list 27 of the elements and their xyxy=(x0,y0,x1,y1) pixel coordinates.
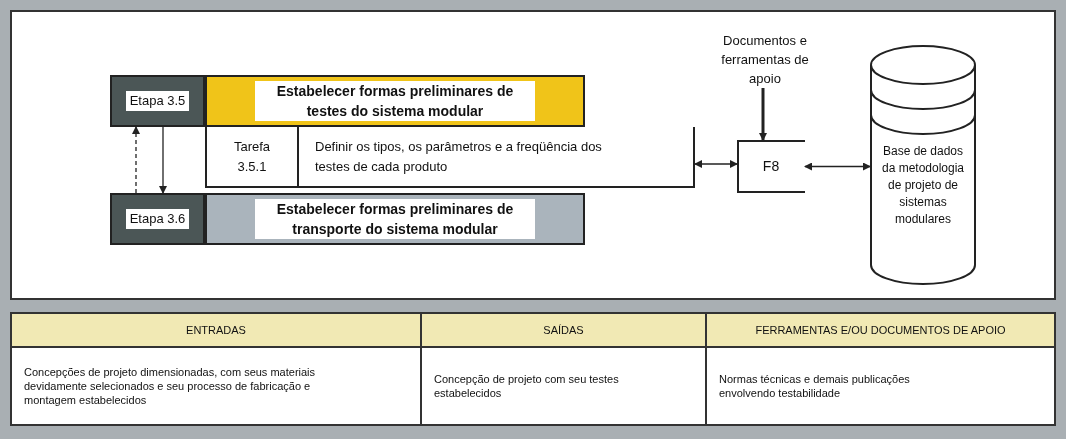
table-cell-text: Normas técnicas e demais publicações envolvendo testabilidade xyxy=(718,372,911,401)
database-label: Base de dados da metodologia de projeto de sistemas modulares xyxy=(880,142,966,228)
arrow xyxy=(694,160,738,168)
table-header-cell: SAÍDAS xyxy=(422,314,707,346)
table-cell: Concepção de projeto com seu testes estabelecidos xyxy=(422,348,707,424)
step-box xyxy=(110,193,205,245)
step-title: Estabelecer formas preliminares de transporte do sistema modular xyxy=(255,199,535,239)
task-box xyxy=(205,127,695,188)
step-title-box xyxy=(205,75,585,127)
table-header-cell: ENTRADAS xyxy=(12,314,422,346)
arrow xyxy=(159,126,167,194)
function-label: F8 xyxy=(762,157,780,176)
arrow xyxy=(132,126,140,194)
step-label: Etapa 3.6 xyxy=(125,209,190,229)
task-description: Definir os tipos, os parâmetros e a freqüência dos testes de cada produto xyxy=(315,137,603,176)
arrow xyxy=(804,162,871,171)
step-box xyxy=(110,75,205,127)
step-title: Estabelecer formas preliminares de testes do sistema modular xyxy=(255,81,535,121)
table-cell: Concepções de projeto dimensionadas, com seus materiais devidamente selecionados e seu processo de fabricação e montagem estabelecidos xyxy=(12,348,422,424)
step-label: Etapa 3.5 xyxy=(125,91,190,111)
task-number: Tarefa 3.5.1 xyxy=(232,137,272,176)
arrow xyxy=(759,88,767,141)
support-caption: Documentos e ferramentas de apoio xyxy=(720,31,810,88)
database-cylinder xyxy=(870,45,976,285)
function-bracket xyxy=(737,140,805,193)
table-header-cell: FERRAMENTAS E/OU DOCUMENTOS DE APOIO xyxy=(707,314,1054,346)
step-title-box xyxy=(205,193,585,245)
